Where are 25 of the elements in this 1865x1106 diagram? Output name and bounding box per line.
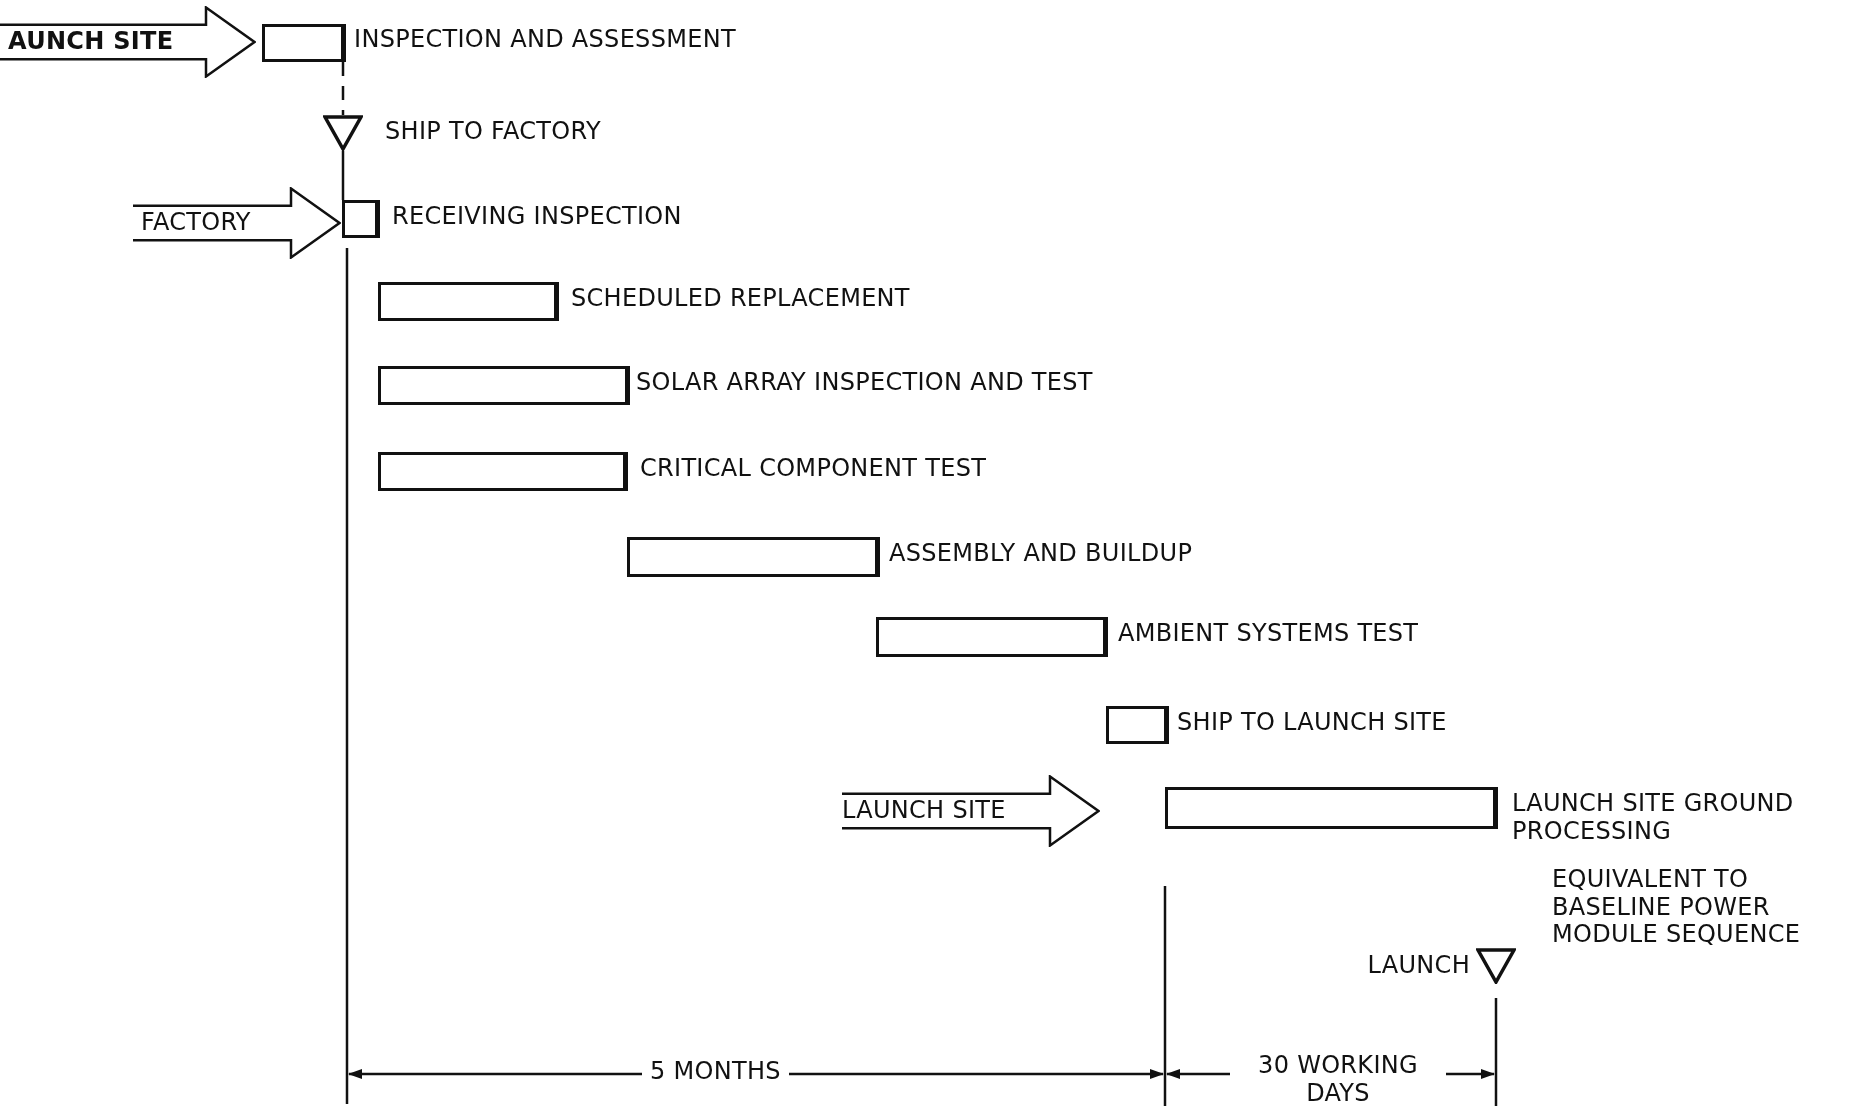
schedule-bar <box>378 282 559 321</box>
milestone-triangle <box>1476 948 1516 984</box>
task-label: RECEIVING INSPECTION <box>392 203 682 231</box>
task-label: LAUNCH SITE GROUND PROCESSING <box>1512 790 1795 846</box>
connector-line <box>341 151 345 200</box>
milestone-triangle <box>323 115 363 151</box>
task-label: LAUNCH <box>1367 952 1470 980</box>
schedule-bar <box>1165 787 1498 829</box>
task-label: SHIP TO FACTORY <box>385 118 601 146</box>
schedule-bar <box>1106 706 1169 744</box>
note-text: EQUIVALENT TO BASELINE POWER MODULE SEQUENCE <box>1552 866 1802 949</box>
task-label: CRITICAL COMPONENT TEST <box>640 455 987 483</box>
schedule-bar <box>378 366 630 405</box>
schedule-bar <box>342 200 380 238</box>
task-label: INSPECTION AND ASSESSMENT <box>354 26 736 54</box>
schedule-bar <box>262 24 346 62</box>
task-label: AMBIENT SYSTEMS TEST <box>1118 620 1419 648</box>
task-label: SCHEDULED REPLACEMENT <box>571 285 910 313</box>
connector-line <box>341 62 345 115</box>
schedule-bar <box>876 617 1108 657</box>
schedule-bar <box>627 537 880 577</box>
task-label: SHIP TO LAUNCH SITE <box>1177 709 1447 737</box>
task-label: SOLAR ARRAY INSPECTION AND TEST <box>636 369 1093 397</box>
schedule-bar <box>378 452 628 491</box>
task-label: ASSEMBLY AND BUILDUP <box>889 540 1193 568</box>
